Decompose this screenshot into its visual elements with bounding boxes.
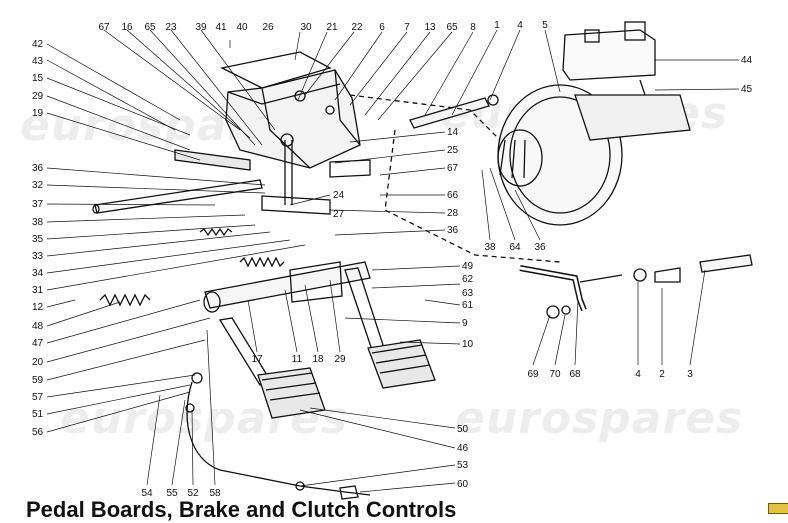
part-number: 14 bbox=[447, 127, 459, 138]
part-number: 40 bbox=[236, 22, 248, 33]
part-number: 41 bbox=[215, 22, 227, 33]
part-number: 18 bbox=[312, 354, 324, 365]
springs bbox=[99, 227, 285, 307]
part-number: 43 bbox=[32, 56, 44, 67]
part-number: 9 bbox=[462, 318, 468, 329]
part-number: 38 bbox=[484, 242, 496, 253]
pushrod bbox=[409, 94, 499, 129]
part-number: 57 bbox=[32, 392, 44, 403]
part-number: 36 bbox=[447, 225, 459, 236]
part-number: 60 bbox=[457, 479, 469, 490]
part-number: 33 bbox=[32, 251, 44, 262]
part-number: 13 bbox=[424, 22, 436, 33]
part-number: 55 bbox=[166, 488, 178, 499]
part-number: 53 bbox=[457, 460, 469, 471]
part-number: 24 bbox=[333, 190, 345, 201]
part-number: 54 bbox=[141, 488, 153, 499]
part-number: 4 bbox=[517, 20, 523, 31]
part-number: 11 bbox=[292, 354, 303, 365]
part-number: 63 bbox=[462, 288, 474, 299]
part-number: 46 bbox=[457, 443, 469, 454]
part-number: 56 bbox=[32, 427, 44, 438]
part-number: 28 bbox=[447, 208, 459, 219]
part-number: 20 bbox=[32, 357, 44, 368]
clutch-hose bbox=[519, 254, 753, 319]
part-number: 31 bbox=[32, 285, 44, 296]
part-number: 65 bbox=[446, 22, 458, 33]
page-title: Pedal Boards, Brake and Clutch Controls bbox=[26, 497, 457, 522]
part-number: 69 bbox=[527, 369, 539, 380]
part-number: 59 bbox=[32, 375, 44, 386]
part-number: 47 bbox=[32, 338, 44, 349]
part-number: 3 bbox=[687, 369, 693, 380]
part-number: 2 bbox=[659, 369, 665, 380]
part-number: 32 bbox=[32, 180, 44, 191]
part-number: 44 bbox=[741, 55, 753, 66]
part-number: 5 bbox=[542, 20, 548, 31]
part-number: 19 bbox=[32, 108, 44, 119]
part-number: 50 bbox=[457, 424, 469, 435]
part-number: 10 bbox=[462, 339, 474, 350]
part-number: 35 bbox=[32, 234, 44, 245]
part-number: 27 bbox=[333, 209, 345, 220]
part-number: 12 bbox=[32, 302, 44, 313]
exploded-parts-diagram: 67 16 65 23 39 41 40 26 30 21 22 6 7 13 … bbox=[32, 20, 753, 500]
part-number: 52 bbox=[187, 488, 199, 499]
part-number: 48 bbox=[32, 321, 44, 332]
part-number: 45 bbox=[741, 84, 753, 95]
part-number: 37 bbox=[32, 199, 44, 210]
part-number: 4 bbox=[635, 369, 641, 380]
pedals bbox=[203, 261, 436, 419]
part-number: 49 bbox=[462, 261, 474, 272]
parts-drawing bbox=[92, 21, 753, 500]
part-number: 36 bbox=[32, 163, 44, 174]
part-number: 67 bbox=[98, 22, 110, 33]
part-number: 62 bbox=[462, 274, 474, 285]
part-number: 7 bbox=[404, 22, 410, 33]
part-number: 25 bbox=[447, 145, 459, 156]
part-number: 15 bbox=[32, 73, 44, 84]
part-number: 34 bbox=[32, 268, 44, 279]
part-number: 8 bbox=[470, 22, 476, 33]
part-number: 58 bbox=[209, 488, 221, 499]
part-number: 30 bbox=[300, 22, 312, 33]
part-number: 65 bbox=[144, 22, 156, 33]
leader-lines bbox=[46, 29, 740, 493]
part-number: 36 bbox=[534, 242, 546, 253]
part-number: 21 bbox=[326, 22, 338, 33]
part-number: 61 bbox=[462, 300, 474, 311]
part-number: 23 bbox=[165, 22, 177, 33]
part-number: 16 bbox=[121, 22, 133, 33]
part-number: 68 bbox=[569, 369, 581, 380]
part-number: 67 bbox=[447, 163, 459, 174]
part-number: 26 bbox=[262, 22, 274, 33]
part-number-labels: 67 16 65 23 39 41 40 26 30 21 22 6 7 13 … bbox=[32, 20, 753, 499]
corner-badge bbox=[768, 503, 788, 514]
part-number: 38 bbox=[32, 217, 44, 228]
part-number: 1 bbox=[494, 20, 500, 31]
part-number: 29 bbox=[32, 91, 44, 102]
clutch-cable bbox=[185, 372, 371, 500]
part-number: 17 bbox=[251, 354, 263, 365]
part-number: 51 bbox=[32, 409, 44, 420]
part-number: 29 bbox=[334, 354, 346, 365]
part-number: 64 bbox=[509, 242, 521, 253]
part-number: 22 bbox=[351, 22, 363, 33]
assembly-guide-lines bbox=[349, 94, 561, 263]
part-number: 70 bbox=[549, 369, 561, 380]
master-cylinder bbox=[562, 21, 691, 141]
pedal-box-housing bbox=[174, 51, 371, 178]
part-number: 66 bbox=[447, 190, 459, 201]
part-number: 6 bbox=[379, 22, 385, 33]
part-number: 39 bbox=[195, 22, 207, 33]
part-number: 42 bbox=[32, 39, 44, 50]
